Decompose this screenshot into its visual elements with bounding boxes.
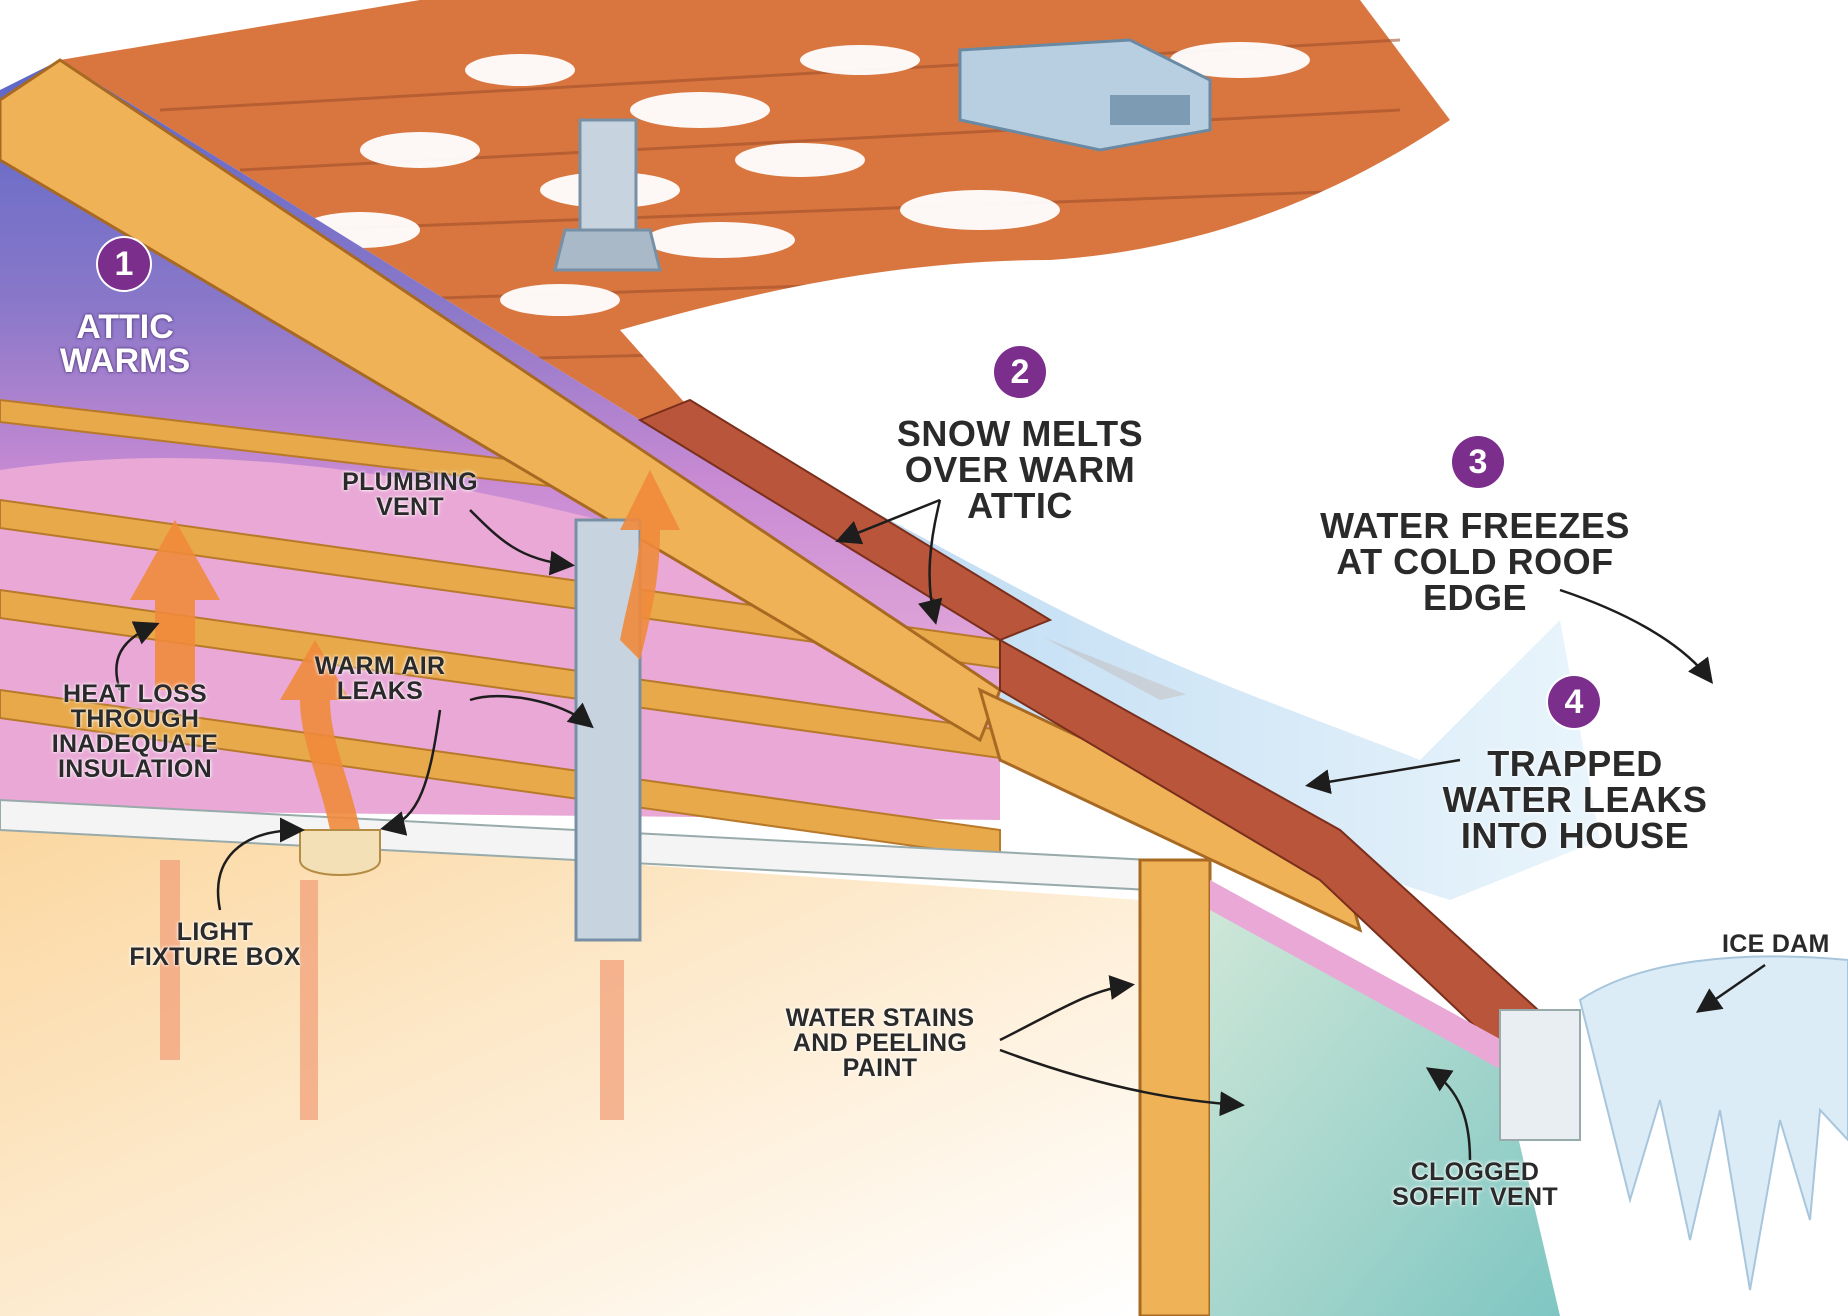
step-2-label-line: OVER WARM bbox=[904, 449, 1136, 490]
step-2-label-line: SNOW MELTS bbox=[896, 413, 1144, 454]
heat-loss-label: HEAT LOSS THROUGH INADEQUATE INSULATION bbox=[30, 682, 240, 782]
warm-air-leaks-label-line: WARM AIR bbox=[314, 652, 446, 680]
arrow-warm-air-2 bbox=[469, 694, 594, 729]
heat-loss-arrows bbox=[130, 470, 680, 830]
arrow-water-stains-1 bbox=[999, 975, 1135, 1042]
water-stains-label-line: WATER STAINS bbox=[785, 1004, 975, 1032]
arrow-snow-melts-2 bbox=[918, 499, 943, 625]
heat-loss-label-line: THROUGH bbox=[70, 705, 200, 733]
clogged-soffit-vent-label-line: CLOGGED bbox=[1410, 1158, 1540, 1186]
arrow-trapped-water bbox=[1305, 758, 1461, 795]
light-fixture-box bbox=[299, 829, 381, 876]
step-3-badge: 3 bbox=[1452, 436, 1504, 488]
light-fixture-box-label-line: LIGHT bbox=[176, 918, 254, 946]
step-4-badge: 4 bbox=[1548, 676, 1600, 728]
warm-air-leaks-label-line: LEAKS bbox=[336, 677, 424, 705]
plumbing-vent-label-line: VENT bbox=[376, 493, 444, 521]
arrow-soffit-vent bbox=[1425, 1067, 1472, 1161]
leader-arrows bbox=[115, 498, 1766, 1161]
arrow-warm-air-1 bbox=[380, 709, 442, 836]
arrow-ice-dam bbox=[1695, 963, 1766, 1013]
step-4-label: TRAPPED WATER LEAKS INTO HOUSE bbox=[1400, 746, 1750, 854]
step-3-label-line: WATER FREEZES bbox=[1320, 505, 1630, 546]
heat-loss-label-line: HEAT LOSS bbox=[63, 680, 207, 708]
light-fixture-box-label: LIGHT FIXTURE BOX bbox=[110, 920, 320, 970]
warm-air-leaks-label: WARM AIR LEAKS bbox=[290, 654, 470, 704]
clogged-soffit-vent-label: CLOGGED SOFFIT VENT bbox=[1370, 1160, 1580, 1210]
rafter bbox=[0, 58, 1363, 933]
step-1-label-line: WARMS bbox=[59, 342, 191, 380]
ice-dam-label: ICE DAM bbox=[1722, 930, 1830, 958]
step-2-label: SNOW MELTS OVER WARM ATTIC bbox=[860, 416, 1180, 524]
step-2-label-line: ATTIC bbox=[967, 485, 1073, 526]
arrow-plumbing-vent bbox=[469, 509, 575, 576]
step-4-label-line: INTO HOUSE bbox=[1460, 815, 1690, 856]
clogged-soffit-vent-label-line: SOFFIT VENT bbox=[1392, 1183, 1558, 1211]
step-4-label-line: TRAPPED bbox=[1487, 743, 1663, 784]
step-2-badge: 2 bbox=[994, 346, 1046, 398]
arrow-water-stains-2 bbox=[999, 1048, 1245, 1117]
plumbing-vent-label-line: PLUMBING bbox=[342, 468, 478, 496]
plumbing-vent-label: PLUMBING VENT bbox=[320, 470, 500, 520]
arrow-light-fixture bbox=[216, 817, 305, 911]
step-1-label: ATTIC WARMS bbox=[35, 310, 215, 378]
step-1-label-line: ATTIC bbox=[76, 308, 174, 346]
water-stains-label-line: PAINT bbox=[842, 1054, 918, 1082]
step-3-label-line: AT COLD ROOF bbox=[1336, 541, 1614, 582]
heat-stream bbox=[160, 860, 624, 1120]
soffit bbox=[1210, 880, 1581, 1316]
heat-loss-label-line: INADEQUATE bbox=[51, 730, 219, 758]
roof-edge-shingles bbox=[637, 398, 1562, 1052]
water-stains-label: WATER STAINS AND PEELING PAINT bbox=[760, 1006, 1000, 1081]
arrow-heat-loss bbox=[115, 621, 160, 691]
step-4-label-line: WATER LEAKS bbox=[1442, 779, 1708, 820]
plumbing-vent-pipe bbox=[553, 118, 662, 942]
roof-vent bbox=[958, 38, 1212, 152]
step-3-label: WATER FREEZES AT COLD ROOF EDGE bbox=[1280, 508, 1670, 616]
heat-loss-label-line: INSULATION bbox=[58, 755, 212, 783]
arrow-water-freezes bbox=[1559, 588, 1714, 684]
step-3-label-line: EDGE bbox=[1422, 577, 1528, 618]
arrow-snow-melts-1 bbox=[835, 498, 941, 545]
step-1-badge: 1 bbox=[98, 238, 150, 290]
water-stains-label-line: AND PEELING bbox=[792, 1029, 968, 1057]
icicles bbox=[1578, 955, 1848, 1291]
light-fixture-box-label-line: FIXTURE BOX bbox=[129, 943, 301, 971]
